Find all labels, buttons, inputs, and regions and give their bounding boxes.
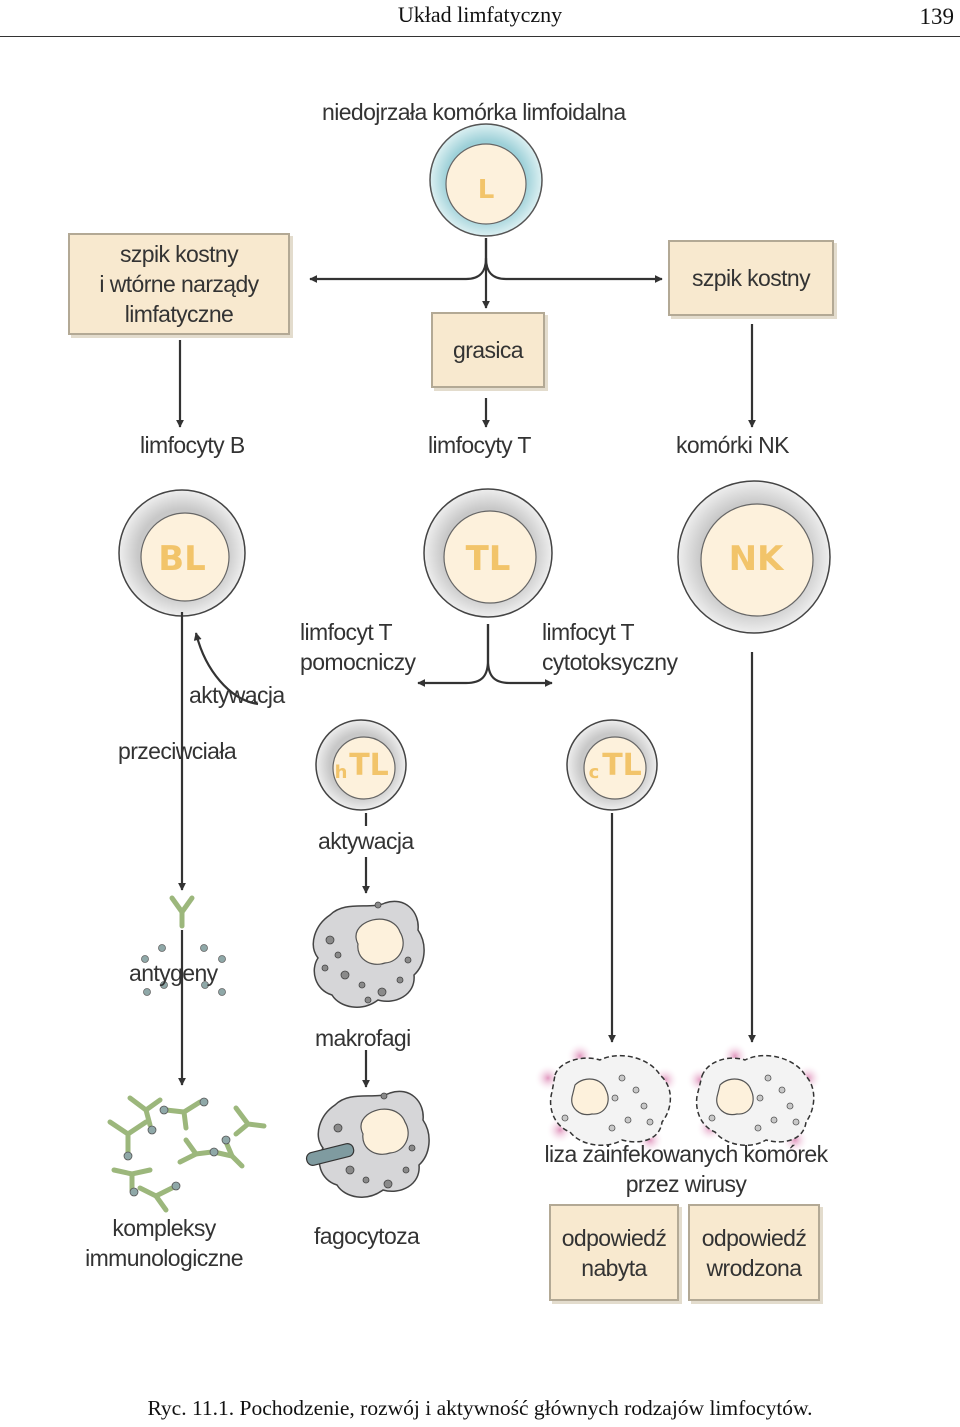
lineage-arrows — [176, 324, 756, 428]
box-right-label: szpik kostny — [691, 265, 811, 291]
innate-response-box: odpowiedź wrodzona — [688, 1204, 820, 1301]
acquired-line2: nabyta — [581, 1254, 647, 1281]
antigens-label: antygeny — [129, 960, 218, 986]
helper-t-cell: h TL — [315, 719, 407, 811]
helper-t-line2: pomocniczy — [300, 649, 416, 675]
t-lymphocytes-label: limfocyty T — [428, 432, 531, 458]
cytotoxic-t-line2: cytotoksyczny — [542, 649, 678, 675]
lysis-label: liza zainfekowanych komórek przez wirusy — [524, 1139, 848, 1199]
nk-cell-label: NK — [729, 539, 785, 579]
antibody-icon — [169, 895, 195, 929]
ctl-cell-label: TL — [602, 748, 642, 783]
cytotoxic-t-line1: limfocyt T — [542, 619, 635, 645]
b-cell-label: BL — [158, 539, 206, 579]
lysed-cell-icon-2 — [686, 1042, 822, 1154]
progenitor-cell: L — [429, 123, 543, 237]
cytotoxic-t-label: limfocyt T cytotoksyczny — [542, 617, 678, 677]
figure-caption: Ryc. 11.1. Pochodzenie, rozwój i aktywno… — [147, 1396, 813, 1420]
macrophage-icon — [312, 900, 425, 1008]
activation-arrow-b — [193, 632, 259, 706]
progenitor-cell-label: L — [478, 175, 495, 205]
innate-line2: wrodzona — [706, 1254, 803, 1281]
bone-marrow-box: szpik kostny — [668, 240, 834, 316]
activation-label-2: aktywacja — [318, 828, 414, 854]
t-cell-split-arrows — [417, 624, 553, 687]
page-header: Układ limfatyczny 139 — [0, 0, 960, 37]
box-left-line2: i wtórne narządy — [99, 271, 259, 297]
bone-marrow-secondary-organs-box: szpik kostny i wtórne narządy limfatyczn… — [68, 233, 290, 335]
lysis-line1: liza zainfekowanych komórek — [544, 1141, 829, 1167]
box-left-line3: limfatyczne — [124, 301, 234, 327]
nk-cells-label: komórki NK — [676, 432, 789, 458]
complexes-line2: immunologiczne — [85, 1245, 243, 1271]
progenitor-branch-arrows — [309, 238, 663, 309]
htl-cell-sub: h — [335, 762, 348, 783]
innate-line1: odpowiedź — [701, 1224, 807, 1251]
phagocytosis-macrophage-icon — [305, 1090, 430, 1198]
acquired-line1: odpowiedź — [561, 1224, 667, 1251]
nk-cell: NK — [677, 480, 831, 634]
complexes-line1: kompleksy — [112, 1215, 216, 1241]
page-number: 139 — [919, 4, 955, 29]
helper-t-label: limfocyt T pomocniczy — [300, 617, 416, 677]
ctl-cell-sub: c — [589, 762, 600, 783]
antigen-dots — [141, 944, 226, 996]
header-title: Układ limfatyczny — [397, 2, 563, 27]
b-lymphocytes-label: limfocyty B — [140, 432, 245, 458]
activation-label-1: aktywacja — [189, 682, 285, 708]
box-left-line1: szpik kostny — [119, 241, 239, 267]
lysis-arrows — [608, 652, 756, 1043]
progenitor-label: niedojrzała komórka limfoidalna — [322, 99, 626, 125]
macrophages-label: makrofagi — [315, 1025, 411, 1051]
t-lymphocyte-cell: TL — [423, 488, 553, 618]
lysis-line2: przez wirusy — [625, 1171, 747, 1197]
lysed-cell-icon-1 — [534, 1042, 679, 1154]
thymus-box: grasica — [431, 312, 545, 388]
box-center-label: grasica — [453, 337, 524, 363]
immune-complexes-label: kompleksy immunologiczne — [72, 1213, 256, 1273]
acquired-response-box: odpowiedź nabyta — [549, 1204, 679, 1301]
cytotoxic-t-cell: c TL — [566, 719, 658, 811]
immune-complex-icon — [107, 1095, 267, 1213]
phagocytosis-label: fagocytoza — [314, 1223, 420, 1249]
antibodies-label: przeciwciała — [118, 738, 237, 764]
t-cell-label: TL — [466, 539, 511, 579]
b-lymphocyte-cell: BL — [118, 489, 246, 617]
htl-cell-label: TL — [349, 748, 389, 783]
immune-complex-antigens — [123, 1097, 231, 1197]
helper-t-line1: limfocyt T — [300, 619, 393, 645]
